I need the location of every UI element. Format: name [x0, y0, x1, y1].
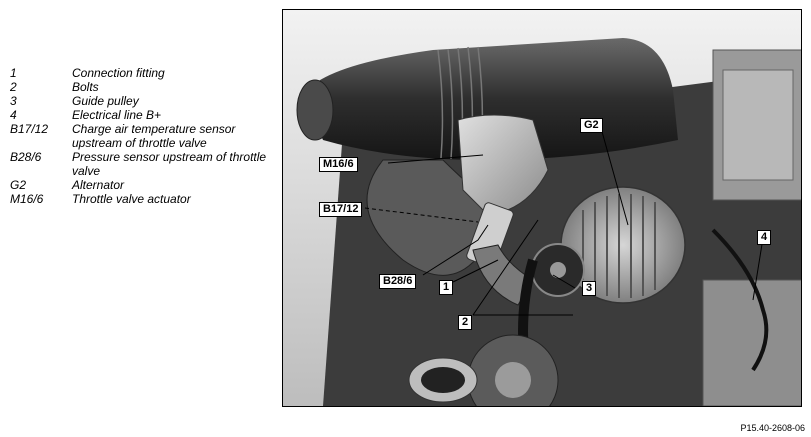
legend: 1 Connection fitting 2 Bolts 3 Guide pul…	[10, 66, 275, 206]
callout-m16-6: M16/6	[319, 157, 358, 172]
legend-item: 3 Guide pulley	[10, 94, 275, 108]
callout-2: 2	[458, 315, 473, 330]
legend-code: 2	[10, 80, 17, 94]
legend-description: Throttle valve actuator	[72, 192, 191, 206]
reference-code: P15.40-2608-06	[740, 423, 805, 433]
callout-3: 3	[582, 281, 597, 296]
lower-housing	[702, 279, 801, 406]
legend-code: G2	[10, 178, 27, 192]
engine-illustration	[283, 10, 801, 406]
legend-description: Connection fitting	[72, 66, 165, 80]
legend-description: Alternator	[72, 178, 125, 192]
callout-g2: G2	[580, 118, 603, 133]
callout-b28-6: B28/6	[379, 274, 417, 289]
engine-photo: G2 M16/6 B17/12 B28/6 1 2 3 4	[282, 9, 802, 407]
legend-description: Electrical line B+	[72, 108, 162, 122]
legend-item: 1 Connection fitting	[10, 66, 275, 80]
leader-lines	[364, 127, 764, 316]
engine-housing-panel	[722, 69, 794, 181]
guide-pulley-hub	[550, 262, 566, 278]
legend-item: B17/12 Charge air temperature sensor ups…	[10, 122, 275, 150]
legend-item: 4 Electrical line B+	[10, 108, 275, 122]
legend-description: Guide pulley	[72, 94, 139, 108]
legend-item: 2 Bolts	[10, 80, 275, 94]
crank-pulley-hub	[495, 362, 531, 398]
alternator-fins	[582, 194, 656, 298]
legend-description: Pressure sensor upstream of throttle val…	[72, 150, 267, 178]
legend-code: 3	[10, 94, 17, 108]
callout-4: 4	[757, 230, 772, 245]
legend-item: B28/6 Pressure sensor upstream of thrott…	[10, 150, 275, 178]
legend-item: G2 Alternator	[10, 178, 275, 192]
legend-description: Charge air temperature sensor upstream o…	[72, 122, 236, 150]
callout-1: 1	[439, 280, 454, 295]
hose-end	[296, 79, 334, 141]
legend-item: M16/6 Throttle valve actuator	[10, 192, 275, 206]
legend-code: 4	[10, 108, 17, 122]
callout-b17-12: B17/12	[319, 202, 363, 217]
legend-description: Bolts	[72, 80, 99, 94]
legend-code: 1	[10, 66, 17, 80]
electrical-line	[711, 228, 769, 372]
legend-code: M16/6	[10, 192, 44, 206]
legend-code: B17/12	[10, 122, 49, 136]
lower-hose-opening	[421, 367, 465, 393]
legend-code: B28/6	[10, 150, 42, 164]
